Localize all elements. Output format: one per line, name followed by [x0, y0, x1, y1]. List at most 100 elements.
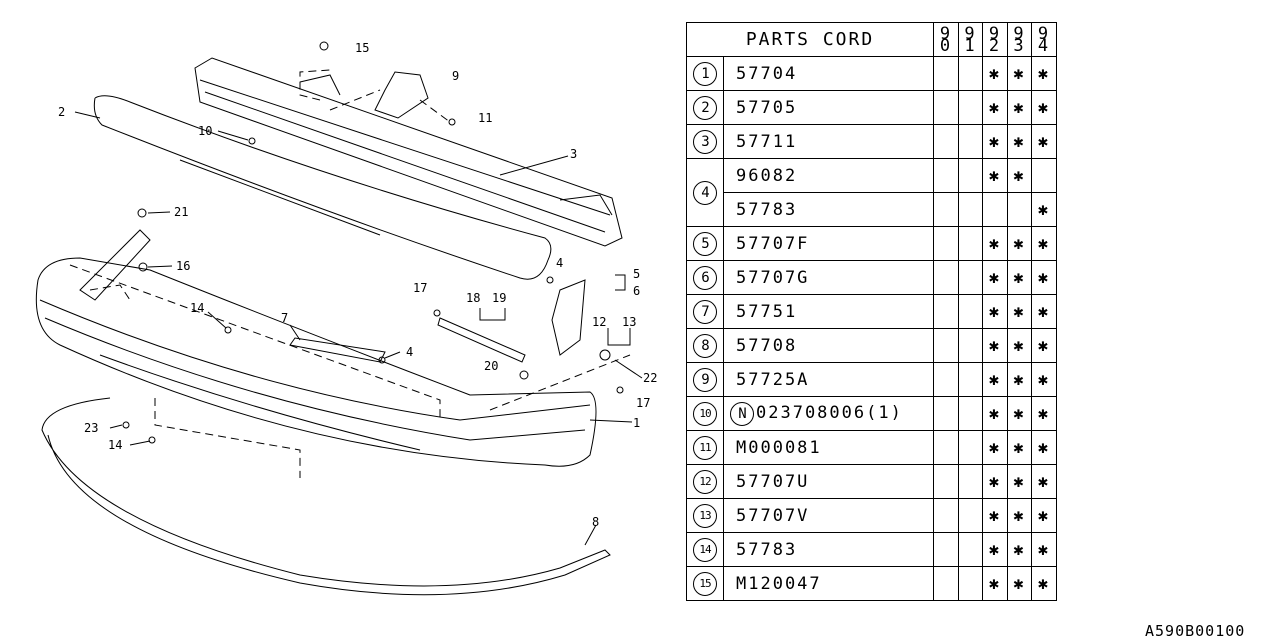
- callout-label: 23: [84, 421, 98, 435]
- item-number: 8: [686, 328, 724, 363]
- part-code-text: 57707G: [736, 267, 810, 288]
- circled-number: 9: [693, 367, 717, 392]
- year-applicability-mark: [933, 430, 959, 465]
- year-applicability-mark: ✱: [1031, 56, 1057, 91]
- year-applicability-mark: ✱: [1007, 90, 1032, 125]
- year-applicability-mark: [1007, 192, 1032, 227]
- year-applicability-mark: ✱: [982, 464, 1008, 499]
- callout-label: 21: [174, 205, 188, 219]
- callout-leaders: [74, 111, 643, 546]
- item-number: 13: [686, 498, 724, 533]
- year-applicability-mark: [958, 158, 983, 193]
- item-number: 15: [686, 566, 724, 601]
- year-applicability-mark: [933, 192, 959, 227]
- part-code-text: 57704: [736, 63, 798, 84]
- part-code: 96082: [723, 158, 934, 193]
- item-number: 1: [686, 56, 724, 91]
- year-applicability-mark: ✱: [982, 396, 1008, 431]
- year-applicability-mark: ✱: [1007, 362, 1032, 397]
- part-code: M000081: [723, 430, 934, 465]
- part-code-text: 57708: [736, 335, 798, 356]
- circled-number: 5: [693, 231, 717, 256]
- callout-label: 8: [592, 515, 599, 529]
- year-applicability-mark: [958, 430, 983, 465]
- year-applicability-mark: ✱: [1031, 498, 1057, 533]
- year-applicability-mark: [958, 566, 983, 601]
- year-applicability-mark: ✱: [1031, 90, 1057, 125]
- year-applicability-mark: ✱: [1031, 566, 1057, 601]
- year-applicability-mark: [933, 226, 959, 261]
- year-applicability-mark: ✱: [1007, 430, 1032, 465]
- year-applicability-mark: [958, 328, 983, 363]
- circled-number: 8: [693, 333, 717, 358]
- callout-label: 12: [592, 315, 606, 329]
- callout-label: 20: [484, 359, 498, 373]
- part-code-text: M120047: [736, 573, 822, 594]
- bumper-face: [35, 257, 597, 467]
- year-applicability-mark: ✱: [1007, 396, 1032, 431]
- year-applicability-mark: ✱: [982, 226, 1008, 261]
- part-code: 57707U: [723, 464, 934, 499]
- part-code: 57707V: [723, 498, 934, 533]
- year-applicability-mark: [933, 396, 959, 431]
- callout-label: 7: [281, 311, 288, 325]
- part-code: M120047: [723, 566, 934, 601]
- item-number: 2: [686, 90, 724, 125]
- callout-label: 18: [466, 291, 480, 305]
- year-applicability-mark: [958, 124, 983, 159]
- year-applicability-mark: [958, 56, 983, 91]
- year-applicability-mark: [958, 396, 983, 431]
- bumper-reinforcement-beam: [194, 57, 623, 247]
- side-stay: [79, 229, 151, 301]
- circled-prefix: N: [730, 401, 754, 426]
- diagram-reference-code: A590B00100: [1145, 622, 1246, 640]
- year-applicability-mark: [933, 362, 959, 397]
- year-applicability-mark: ✱: [1031, 328, 1057, 363]
- part-code: 57783: [723, 532, 934, 567]
- year-applicability-mark: ✱: [1007, 532, 1032, 567]
- part-code: 57705: [723, 90, 934, 125]
- year-applicability-mark: [958, 532, 983, 567]
- year-applicability-mark: ✱: [1007, 158, 1032, 193]
- dashed-guides: [69, 69, 631, 478]
- item-number: 10: [686, 396, 724, 431]
- callout-label: 14: [190, 301, 204, 315]
- year-applicability-mark: [933, 294, 959, 329]
- callout-label: 10: [198, 124, 212, 138]
- callout-label: 14: [108, 438, 122, 452]
- year-applicability-mark: ✱: [1031, 226, 1057, 261]
- year-applicability-mark: [958, 498, 983, 533]
- year-applicability-mark: [933, 90, 959, 125]
- year-applicability-mark: ✱: [1007, 566, 1032, 601]
- year-applicability-mark: ✱: [1007, 56, 1032, 91]
- year-applicability-mark: ✱: [1007, 260, 1032, 295]
- year-applicability-mark: [982, 192, 1008, 227]
- year-applicability-mark: [933, 566, 959, 601]
- part-code-text: 57725A: [736, 369, 810, 390]
- part-code-text: 57751: [736, 301, 798, 322]
- item-number: 12: [686, 464, 724, 499]
- parts-cord-header: PARTS CORD: [686, 22, 934, 57]
- part-code-text: 023708006(1): [756, 402, 903, 423]
- callout-label: 5: [633, 267, 640, 281]
- part-code-text: 57707F: [736, 233, 810, 254]
- callout-label: 16: [176, 259, 190, 273]
- callout-label: 4: [406, 345, 413, 359]
- part-code-text: 96082: [736, 165, 798, 186]
- year-applicability-mark: ✱: [1031, 294, 1057, 329]
- year-applicability-mark: ✱: [1007, 294, 1032, 329]
- year-applicability-mark: ✱: [1007, 498, 1032, 533]
- circled-number: 11: [693, 435, 717, 460]
- energy-absorber: [93, 95, 552, 280]
- item-number: 6: [686, 260, 724, 295]
- part-code: 57783: [723, 192, 934, 227]
- year-applicability-mark: [933, 158, 959, 193]
